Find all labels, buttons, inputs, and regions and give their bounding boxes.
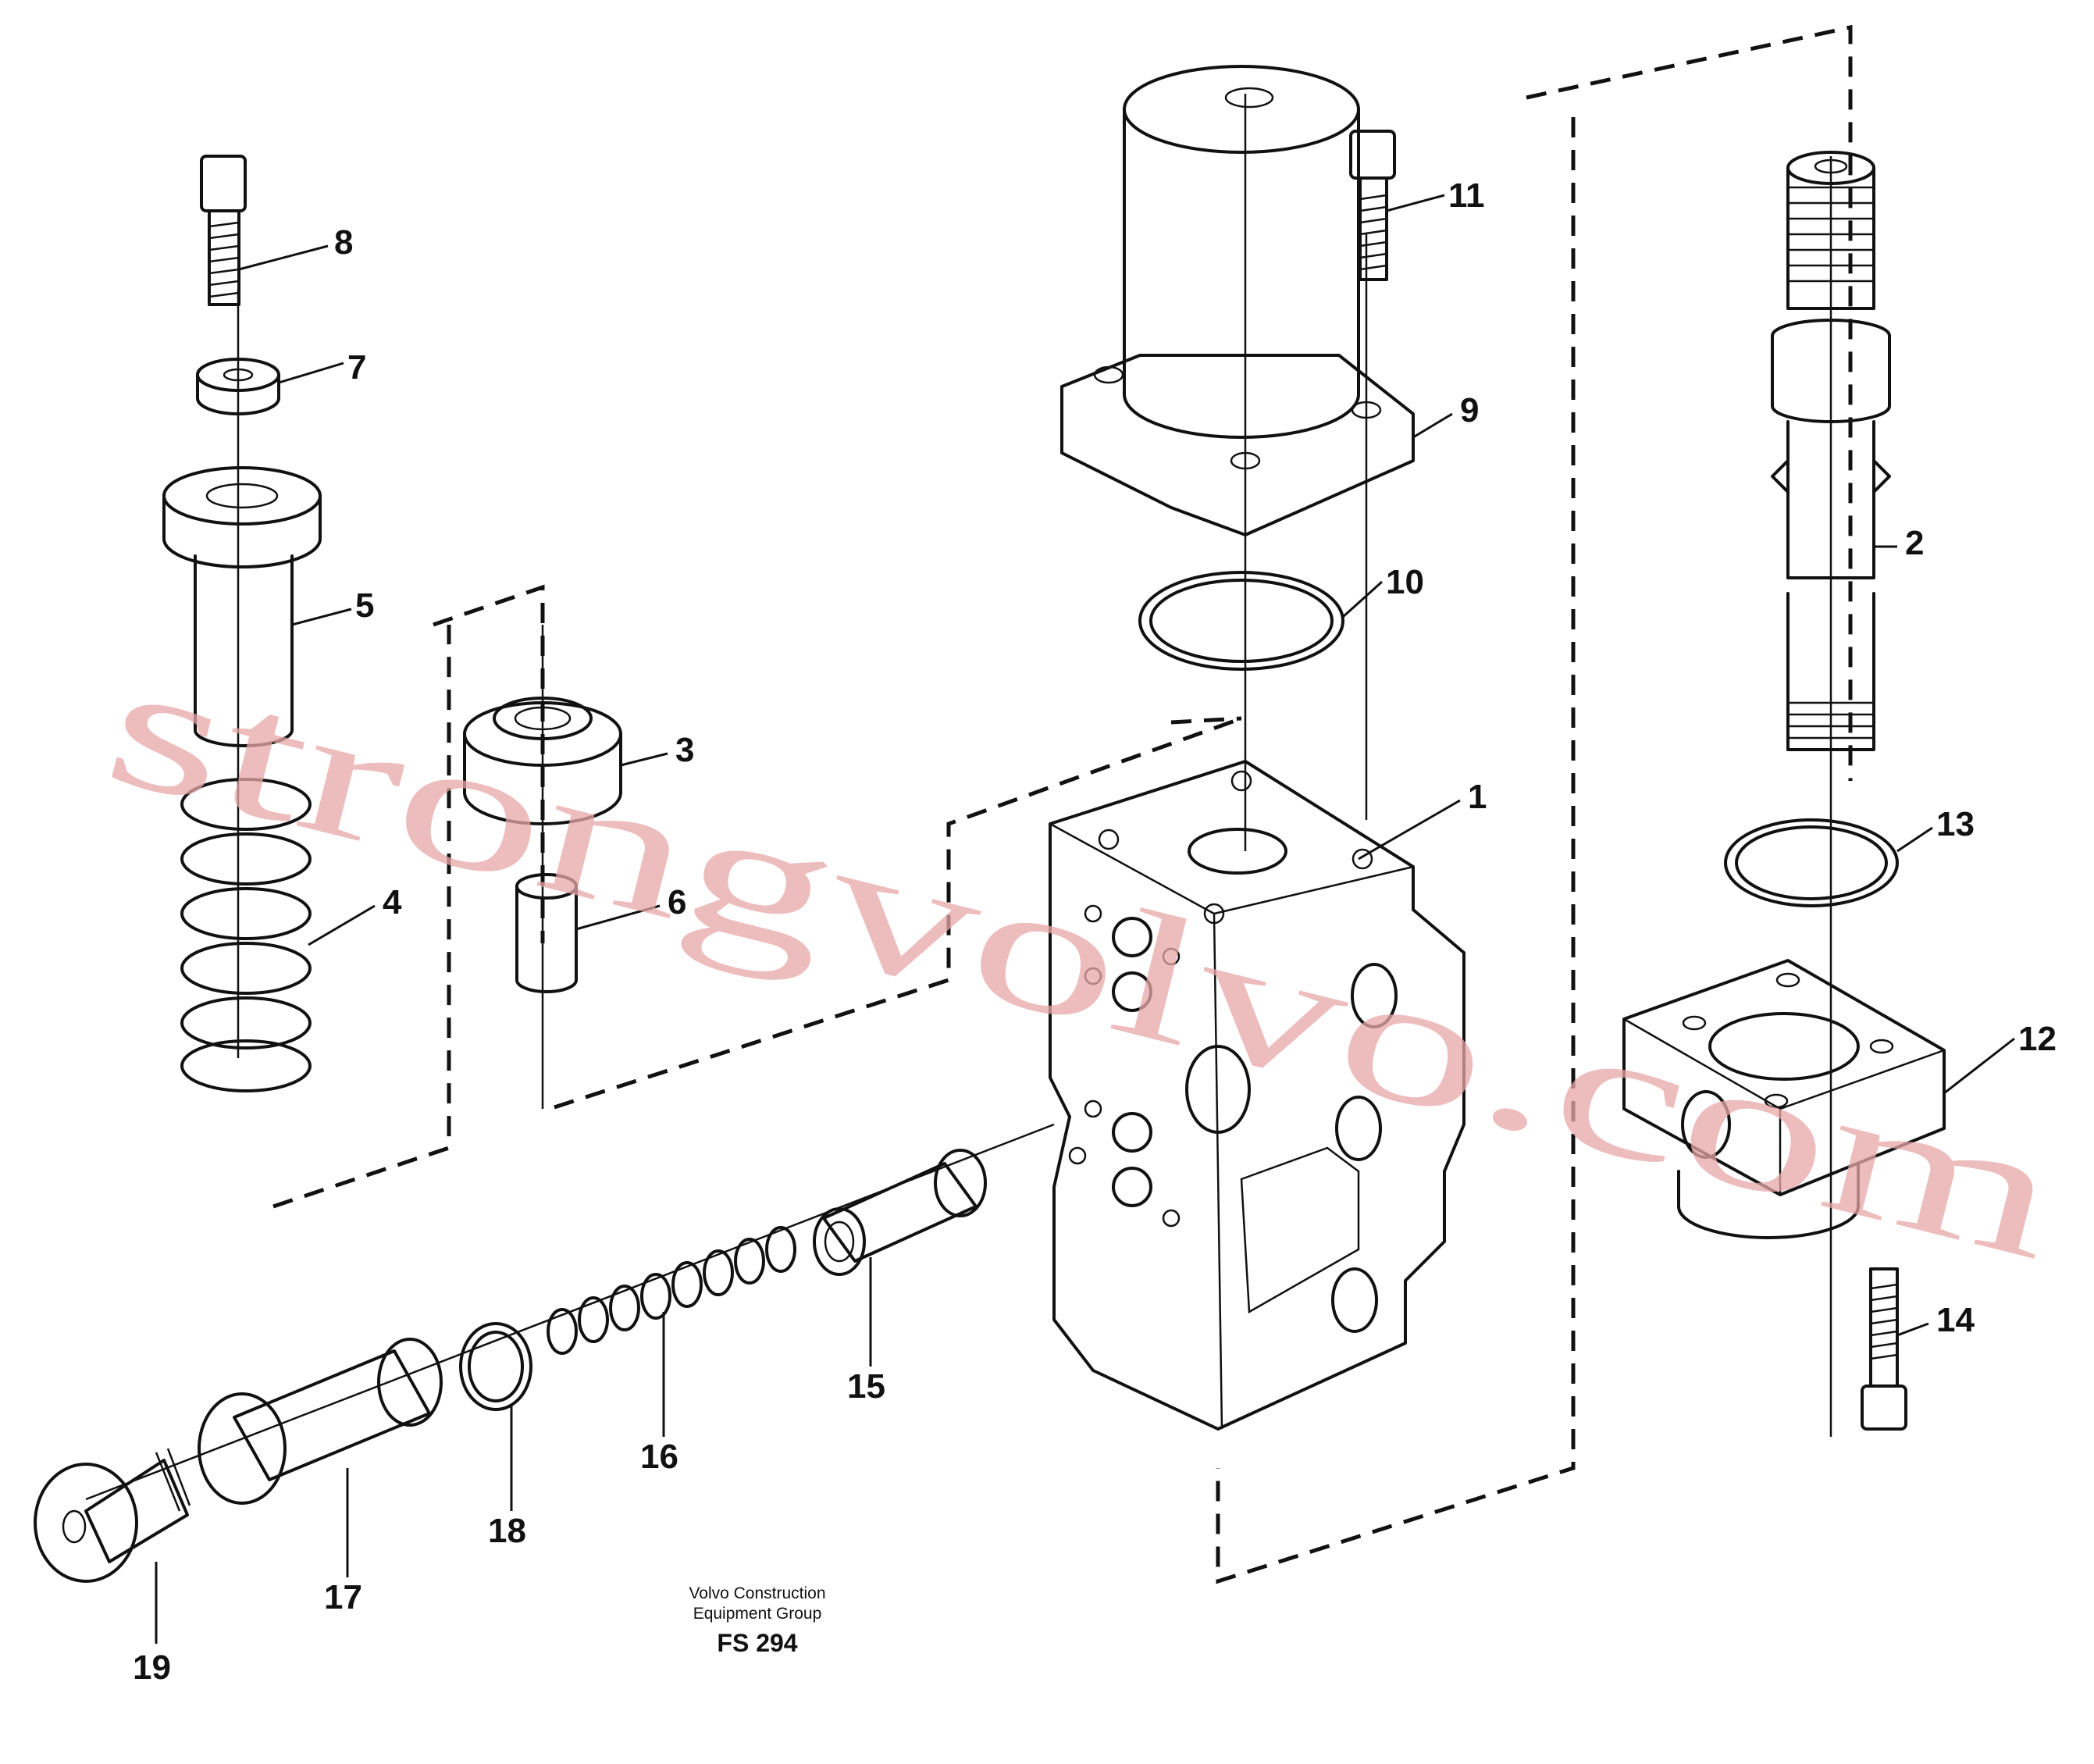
label-14: 14: [1936, 1301, 1975, 1339]
label-5: 5: [355, 586, 374, 625]
label-12: 12: [2018, 1020, 2057, 1058]
part-12-flange: [1622, 959, 1946, 1239]
part-17-piston: [198, 1338, 443, 1505]
label-9: 9: [1460, 391, 1479, 429]
label-6: 6: [668, 883, 686, 921]
leader-lines: [155, 194, 2015, 1644]
label-3: 3: [675, 731, 694, 769]
part-15-sleeve: [813, 1149, 987, 1276]
assembly-dashed-lines: [272, 24, 1853, 1584]
label-13: 13: [1936, 805, 1975, 843]
label-18: 18: [488, 1512, 526, 1550]
part-4-spring: [180, 778, 312, 1092]
caption-code: FS 294: [717, 1629, 797, 1657]
label-7: 7: [347, 348, 366, 387]
label-4: 4: [383, 883, 402, 921]
part-16-spring: [547, 1226, 796, 1355]
part-8-screw: [200, 155, 247, 306]
label-17: 17: [324, 1578, 362, 1616]
part-3-bushing: [463, 697, 622, 825]
part-19-plug: [34, 1448, 191, 1583]
part-11-screw: [1349, 130, 1396, 281]
label-16: 16: [640, 1438, 678, 1476]
part-13-o-ring: [1724, 818, 1899, 907]
label-8: 8: [334, 223, 353, 262]
part-1-valve-body: [1049, 760, 1465, 1431]
label-15: 15: [847, 1367, 885, 1406]
part-18-o-ring: [459, 1322, 532, 1411]
part-5-sleeve: [162, 466, 322, 747]
label-11: 11: [1448, 176, 1485, 215]
caption: Volvo Construction Equipment Group FS 29…: [689, 1584, 825, 1657]
label-2: 2: [1905, 524, 1924, 562]
label-19: 19: [133, 1648, 171, 1687]
label-10: 10: [1386, 563, 1424, 601]
part-10-o-ring: [1138, 571, 1344, 671]
part-labels: 1 2 3 4 5 6 7 8 9 10 11 12 13 14 15 16 1…: [133, 176, 2057, 1687]
part-9-cover: [1060, 65, 1415, 536]
part-2-spool: [1771, 151, 1891, 751]
caption-line-2: Equipment Group: [693, 1605, 822, 1623]
part-6-pin: [515, 873, 578, 993]
watermark: strongvolvo.com: [90, 621, 2078, 1298]
part-14-screw: [1861, 1267, 1907, 1431]
label-1: 1: [1468, 778, 1487, 816]
caption-line-1: Volvo Construction: [689, 1584, 825, 1602]
part-7-washer: [196, 358, 280, 415]
